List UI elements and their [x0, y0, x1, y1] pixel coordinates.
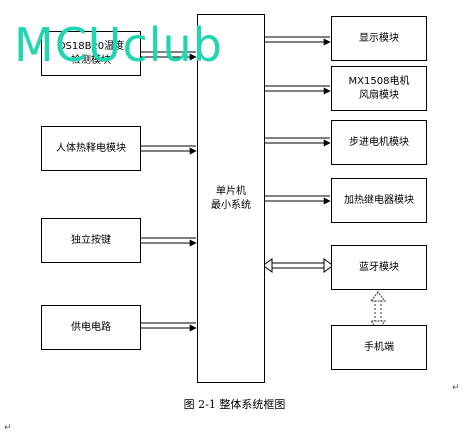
heater-module-label: 加热继电器模块	[344, 194, 414, 206]
arrow-mcu-to-fan	[265, 85, 331, 95]
stepper-module-label: 步进电机模块	[349, 136, 409, 148]
ds18b20-module-label: DS18B20温度 检测模块	[57, 40, 125, 66]
key-module: 独立按键	[41, 218, 141, 263]
arrow-ds18b20-to-mcu	[141, 51, 197, 61]
heater-module: 加热继电器模块	[331, 178, 427, 223]
fan-module-label: MX1508电机 风扇模块	[348, 75, 410, 101]
bluetooth-module: 蓝牙模块	[331, 245, 427, 290]
mcu-label: 单片机 最小系统	[211, 185, 251, 211]
power-module-label: 供电电路	[71, 321, 111, 333]
display-module-label: 显示模块	[359, 32, 399, 44]
mcuclub-watermark: MCUclub	[14, 18, 223, 72]
bluetooth-module-label: 蓝牙模块	[359, 261, 399, 273]
paragraph-mark-icon: ↵	[4, 423, 12, 433]
arrow-mcu-to-display	[265, 36, 331, 46]
display-module: 显示模块	[331, 16, 427, 61]
arrow-mcu-bluetooth-bidirectional	[262, 258, 334, 273]
arrow-mcu-to-heater	[265, 195, 331, 205]
mcu-block: 单片机 最小系统	[197, 14, 265, 383]
stepper-module: 步进电机模块	[331, 120, 427, 165]
fan-module: MX1508电机 风扇模块	[331, 66, 427, 111]
power-module: 供电电路	[41, 305, 141, 350]
arrow-power-to-mcu	[141, 322, 197, 332]
pir-module: 人体热释电模块	[41, 126, 141, 171]
arrow-key-to-mcu	[141, 237, 197, 247]
arrow-mcu-to-stepper	[265, 137, 331, 147]
ds18b20-module: DS18B20温度 检测模块	[41, 31, 141, 76]
paragraph-mark-icon: ↵	[452, 383, 460, 393]
phone-module: 手机端	[331, 325, 427, 370]
pir-module-label: 人体热释电模块	[56, 142, 126, 154]
key-module-label: 独立按键	[71, 234, 111, 246]
figure-caption: 图 2-1 整体系统框图	[183, 398, 286, 411]
phone-module-label: 手机端	[364, 341, 394, 353]
arrow-pir-to-mcu	[141, 145, 197, 155]
